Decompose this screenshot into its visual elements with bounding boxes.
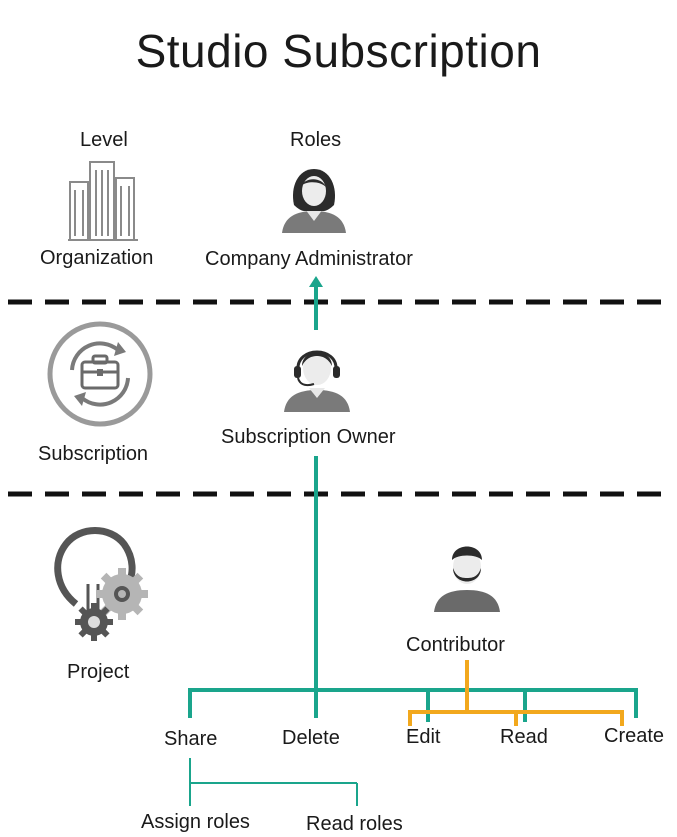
- permission-edit: Edit: [406, 726, 441, 748]
- role-contributor: Contributor: [406, 634, 505, 656]
- level-subscription: Subscription: [38, 443, 149, 465]
- owner-to-admin-arrowhead: [309, 276, 323, 287]
- bearded-avatar-icon: [434, 546, 500, 612]
- briefcase-cycle-icon: [47, 321, 153, 427]
- level-organization: Organization: [40, 247, 154, 269]
- roles-header: Roles: [290, 129, 342, 151]
- role-company-admin: Company Administrator: [205, 248, 413, 270]
- role-subscription-owner: Subscription Owner: [221, 426, 396, 448]
- buildings-icon: [68, 161, 138, 241]
- level-header: Level: [80, 129, 128, 151]
- level-project: Project: [67, 661, 130, 683]
- permission-share: Share: [164, 728, 218, 750]
- lightbulb-gear-icon: [54, 527, 148, 641]
- permission-read-roles: Read roles: [306, 813, 403, 835]
- permission-assign-roles: Assign roles: [141, 811, 250, 833]
- permission-read: Read: [500, 726, 548, 748]
- permission-create: Create: [604, 725, 665, 747]
- diagram-title: Studio Subscription: [135, 25, 542, 77]
- female-avatar-icon: [282, 169, 346, 233]
- permission-delete: Delete: [282, 727, 340, 749]
- headset-avatar-icon: [284, 350, 350, 412]
